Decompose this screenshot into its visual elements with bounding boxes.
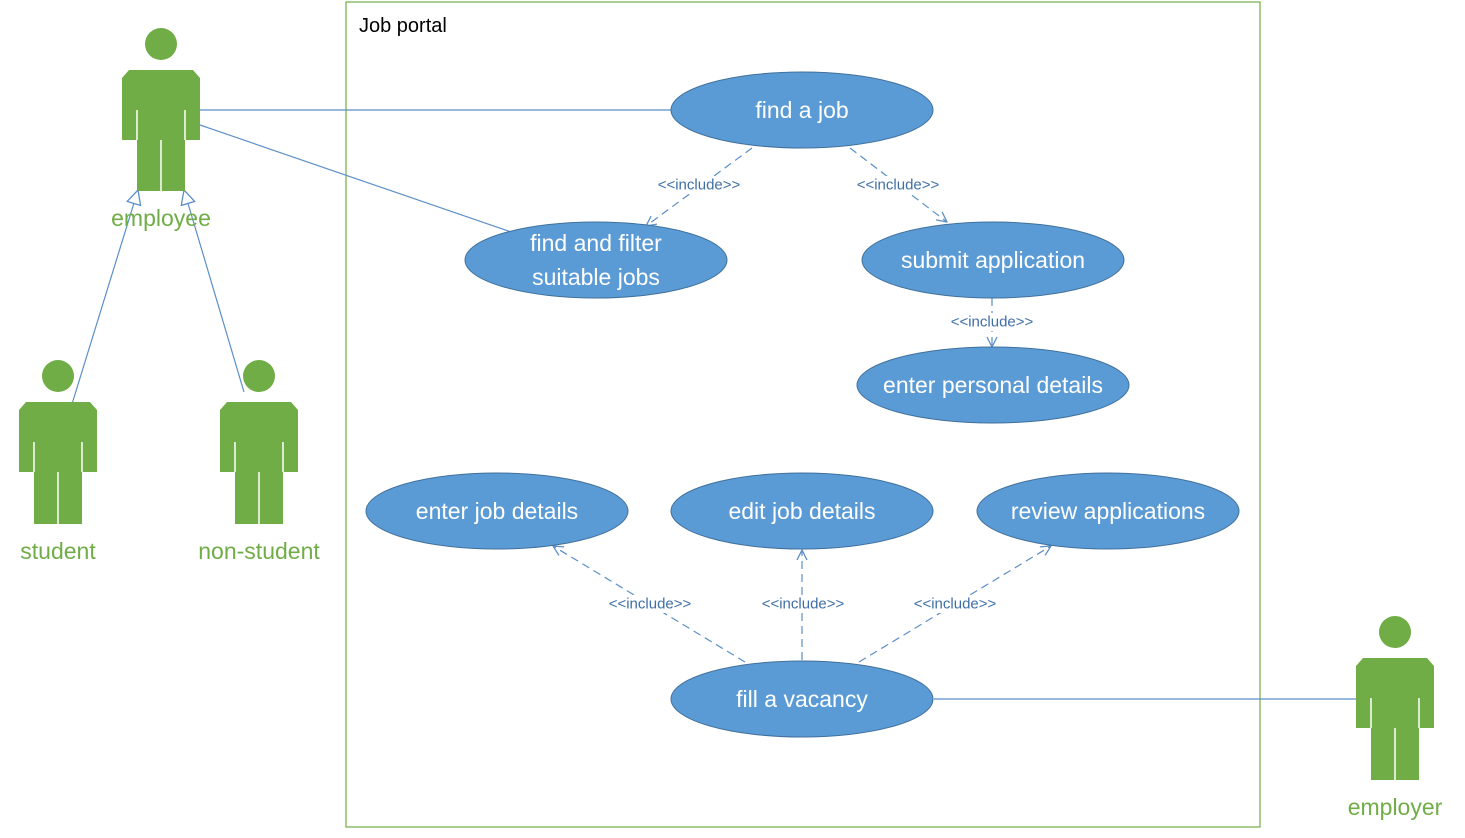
use-case-enter-personal-details[interactable]: enter personal details (856, 346, 1130, 424)
include-label-1: <<include>> (652, 176, 746, 194)
person-icon (19, 360, 97, 524)
use-case-find-a-job[interactable]: find a job (670, 71, 934, 149)
include-vacancy-to-enter-job (553, 546, 746, 663)
use-case-find-and-filter-suitable-jobs[interactable]: find and filter suitable jobs (464, 221, 728, 299)
svg-text:<<include>>: <<include>> (951, 314, 1034, 331)
association-employee-find-filter (199, 124, 515, 234)
svg-text:<<include>>: <<include>> (762, 596, 845, 613)
actor-non-student-label: non-student (198, 538, 320, 564)
svg-text:find and filter: find and filter (530, 230, 662, 256)
actor-employee-label: employee (111, 205, 211, 231)
svg-text:submit application: submit application (901, 247, 1085, 273)
include-label-2: <<include>> (851, 176, 945, 194)
svg-text:review applications: review applications (1011, 498, 1205, 524)
actor-employee[interactable]: employee (111, 28, 211, 231)
svg-text:<<include>>: <<include>> (658, 177, 741, 194)
actor-non-student[interactable]: non-student (198, 360, 320, 564)
person-icon (1356, 616, 1434, 780)
svg-text:edit job details: edit job details (728, 498, 875, 524)
system-boundary (345, 1, 1261, 828)
include-label-6: <<include>> (908, 595, 1002, 613)
actor-employer[interactable]: employer (1348, 616, 1443, 820)
svg-text:find a job: find a job (755, 97, 848, 123)
use-case-review-applications[interactable]: review applications (976, 472, 1240, 550)
actor-employer-label: employer (1348, 794, 1443, 820)
svg-text:<<include>>: <<include>> (914, 596, 997, 613)
include-label-4: <<include>> (603, 595, 697, 613)
actor-student-label: student (20, 538, 96, 564)
use-case-fill-a-vacancy[interactable]: fill a vacancy (670, 660, 934, 738)
person-icon (220, 360, 298, 524)
include-label-3: <<include>> (945, 313, 1039, 331)
svg-text:enter job details: enter job details (416, 498, 578, 524)
system-title: Job portal (359, 15, 447, 37)
use-case-enter-job-details[interactable]: enter job details (365, 472, 629, 550)
svg-text:fill a vacancy: fill a vacancy (736, 686, 868, 712)
use-case-submit-application[interactable]: submit application (861, 221, 1125, 299)
generalization-student-employee (71, 190, 138, 405)
include-vacancy-to-review (858, 546, 1051, 663)
actor-student[interactable]: student (19, 360, 97, 564)
svg-text:suitable jobs: suitable jobs (532, 264, 660, 290)
generalization-nonstudent-employee (184, 190, 245, 393)
use-case-edit-job-details[interactable]: edit job details (670, 472, 934, 550)
svg-text:<<include>>: <<include>> (609, 596, 692, 613)
include-label-5: <<include>> (756, 595, 850, 613)
include-find-job-to-submit (849, 147, 947, 222)
svg-text:<<include>>: <<include>> (857, 177, 940, 194)
svg-text:enter personal details: enter personal details (883, 372, 1103, 398)
person-icon (122, 28, 200, 191)
